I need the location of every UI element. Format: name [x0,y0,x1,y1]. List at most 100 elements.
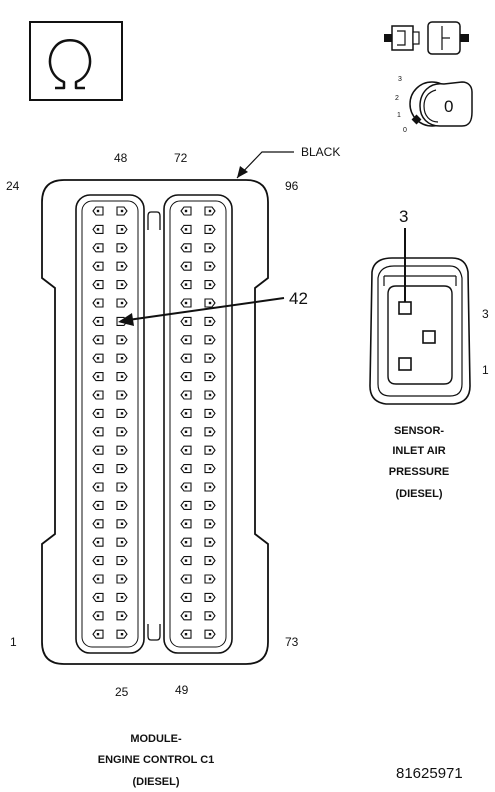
terminal-left-a-contact [96,228,100,231]
sensor-caption: SENSOR- INLET AIR PRESSURE (DIESEL) [389,425,450,500]
connector-color-callout: BLACK [236,145,340,179]
terminal-left-b-contact [120,559,124,562]
terminal-right-b-contact [208,541,212,544]
terminal-left-a-contact [96,449,100,452]
pin-number-25: 25 [115,685,129,699]
terminal-left-b-contact [120,522,124,525]
terminal-left-a-contact [96,246,100,249]
terminal-right-b-contact [208,485,212,489]
pin-number-1: 1 [10,635,17,649]
terminal-right-a-contact [184,467,188,470]
terminal-right-b-contact [208,301,212,305]
terminal-left-a-contact [96,209,100,213]
terminal-left-b-contact [120,541,124,544]
module-caption: MODULE- ENGINE CONTROL C1 (DIESEL) [98,733,215,788]
terminal-right-a-contact [184,301,188,305]
terminal-left-b-contact [120,485,124,489]
sensor-side-label-1: 1 [482,363,489,377]
terminal-right-a-contact [184,449,188,452]
connector-cavity-left [75,194,145,654]
terminal-left-a-contact [96,504,100,507]
terminal-right-b-contact [208,228,212,231]
terminal-left-a-contact [96,375,100,378]
terminal-left-a-contact [96,485,100,489]
terminal-right-a-contact [184,283,188,286]
figure-number: 81625971 [396,765,463,782]
terminal-left-a-contact [96,596,100,599]
terminal-left-b-contact [120,467,124,470]
terminal-left-b-contact [120,412,124,415]
pin-42-label: 42 [289,289,308,308]
terminal-right-a-contact [184,209,188,213]
sensor-pin-3-callout: 3 [399,207,408,226]
ignition-key-label: 0 [444,97,453,116]
pin-number-96: 96 [285,179,299,193]
terminal-left-b-contact [120,301,124,305]
terminal-left-b-contact [120,614,124,617]
pin-number-49: 49 [175,683,189,697]
connector-cavity-right [163,194,233,654]
module-caption-line-2: ENGINE CONTROL C1 [98,754,215,766]
terminal-left-b-contact [120,246,124,249]
terminal-right-b-contact [208,393,212,397]
terminal-left-b-contact [120,338,124,341]
pin-number-24: 24 [6,179,20,193]
connector-color-label: BLACK [301,145,340,159]
terminal-right-a-contact [184,485,188,489]
terminal-right-b-contact [208,430,212,433]
pin-number-73: 73 [285,635,299,649]
sensor-caption-line-1: SENSOR- [394,425,444,437]
terminal-right-b-contact [208,633,212,636]
terminal-left-a-contact [96,320,100,323]
terminal-rows [92,206,216,639]
terminal-right-b-contact [208,614,212,617]
terminal-right-b-contact [208,559,212,562]
ignition-key-off-icon: 3 2 1 0 0 [395,76,473,134]
pin-number-72: 72 [174,151,188,165]
terminal-left-a-contact [96,412,100,415]
terminal-left-b-contact [120,357,124,360]
terminal-right-a-contact [184,430,188,433]
ignition-position-0: 0 [403,127,407,134]
terminal-right-a-contact [184,246,188,249]
terminal-right-b-contact [208,283,212,286]
terminal-right-b-contact [208,246,212,249]
ignition-position-3: 3 [398,76,402,83]
terminal-right-a-contact [184,412,188,415]
terminal-right-b-contact [208,596,212,599]
sensor-terminal-1 [398,357,412,371]
module-caption-line-3: (DIESEL) [132,776,179,788]
terminal-left-b-contact [120,449,124,452]
terminal-right-b-contact [208,357,212,360]
terminal-right-a-contact [184,596,188,599]
terminal-left-b-contact [120,283,124,286]
terminal-left-a-contact [96,265,100,268]
terminal-left-a-contact [96,301,100,305]
terminal-left-b-contact [120,209,124,213]
terminal-right-a-contact [184,393,188,397]
terminal-right-b-contact [208,522,212,525]
terminal-right-b-contact [208,449,212,452]
terminal-right-a-contact [184,559,188,562]
ignition-position-1: 1 [397,112,401,119]
terminal-left-a-contact [96,357,100,360]
terminal-left-a-contact [96,393,100,397]
terminal-right-a-contact [184,320,188,323]
ohm-symbol-icon [29,21,123,101]
inlet-air-pressure-sensor-connector: 3 3 1 [369,207,489,405]
terminal-right-b-contact [208,265,212,268]
terminal-right-b-contact [208,577,212,581]
terminal-right-b-contact [208,209,212,213]
terminal-left-b-contact [120,393,124,397]
terminal-right-a-contact [184,541,188,544]
terminal-left-b-contact [120,577,124,581]
terminal-left-b-contact [120,633,124,636]
terminal-left-a-contact [96,467,100,470]
terminal-right-a-contact [184,375,188,378]
terminal-right-a-contact [184,504,188,507]
terminal-left-b-contact [120,265,124,268]
terminal-right-a-contact [184,522,188,525]
terminal-right-b-contact [208,320,212,323]
terminal-left-b-contact [120,228,124,231]
